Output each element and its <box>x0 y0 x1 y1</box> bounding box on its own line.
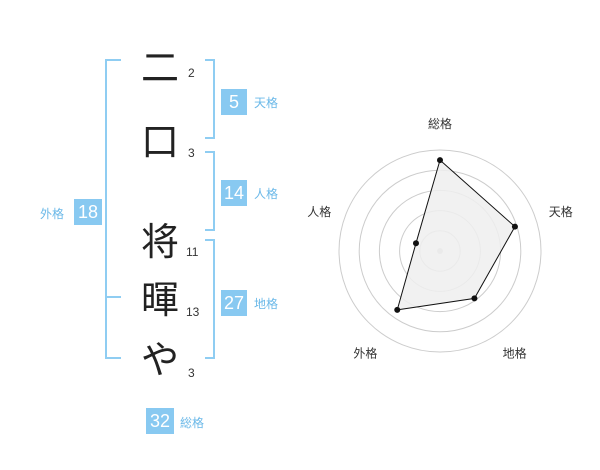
given-name-char-3: や <box>140 338 179 382</box>
surname-char-2: 口 <box>140 120 179 164</box>
gaikaku-label: 外格 <box>40 207 65 221</box>
stroke-count-2: 3 <box>188 146 195 160</box>
given-name-char-2: 暉 <box>140 278 179 322</box>
radar-point-4 <box>394 306 401 313</box>
stroke-count-5: 3 <box>188 366 195 380</box>
radar-point-5 <box>412 240 419 247</box>
jinkaku-label: 人格 <box>254 187 279 201</box>
chikaku-bracket <box>205 239 215 359</box>
tenkaku-label: 天格 <box>254 96 279 110</box>
stroke-count-3: 11 <box>186 245 199 259</box>
jinkaku-bracket <box>205 151 215 231</box>
chikaku-badge: 27 <box>221 290 247 316</box>
stroke-count-4: 13 <box>186 305 200 319</box>
chikaku-label: 地格 <box>254 297 279 311</box>
radar-axis-label-4: 外格 <box>353 346 377 361</box>
radar-axis-label-1: 総格 <box>428 116 452 131</box>
tenkaku-bracket <box>205 59 215 139</box>
radar-point-1 <box>437 157 443 164</box>
soukaku-label: 総格 <box>180 416 205 430</box>
radar-point-2 <box>511 223 518 230</box>
stroke-count-1: 2 <box>188 66 195 80</box>
soukaku-badge: 32 <box>146 408 174 434</box>
given-name-char-1: 将 <box>140 220 179 264</box>
tenkaku-badge: 5 <box>221 89 247 115</box>
gaikaku-badge: 18 <box>74 199 102 225</box>
radar-axis-label-5: 人格 <box>307 204 331 219</box>
radar-axis-label-3: 地格 <box>503 346 527 361</box>
radar-grid-ring <box>338 149 542 353</box>
gaikaku-bracket <box>105 59 121 359</box>
jinkaku-badge: 14 <box>221 180 247 206</box>
surname-char-1: 二 <box>140 46 179 90</box>
radar-data-polygon <box>396 159 516 311</box>
radar-axis-label-2: 天格 <box>549 204 573 219</box>
radar-point-3 <box>471 295 478 302</box>
